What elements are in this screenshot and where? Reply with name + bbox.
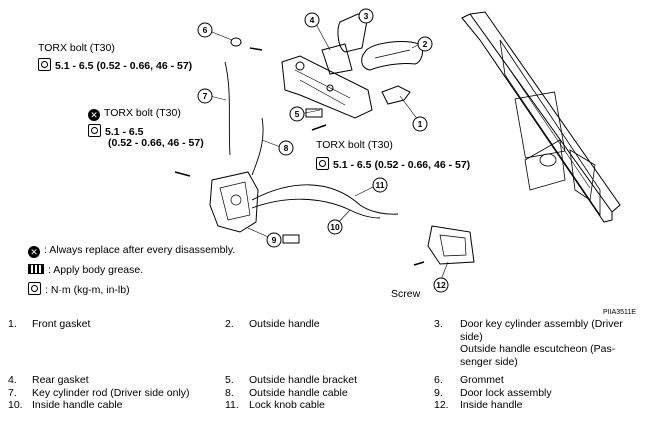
callout-9: 9	[272, 235, 277, 245]
screw-label: Screw	[391, 288, 421, 300]
part-name: Outside handle bracket	[249, 374, 357, 386]
key-cylinder-rod-shape	[224, 61, 231, 156]
door-outline	[461, 11, 621, 223]
part-name: Inside handle	[460, 399, 523, 411]
outside-handle-bracket-shape	[281, 55, 373, 119]
replace-icon: ✕	[28, 246, 40, 258]
inside-handle-cable-shape	[251, 184, 399, 215]
parts-row: 4. Rear gasket 5. Outside handle bracket…	[0, 374, 650, 387]
torx-label-left: TORX bolt (T30)	[38, 42, 115, 54]
inside-handle-shape	[427, 225, 475, 265]
grease-icon	[28, 264, 44, 274]
part-name: Door lock assembly	[460, 386, 552, 399]
callout-1: 1	[418, 119, 423, 129]
parts-row: 1. Front gasket 2. Outside handle 3. Doo…	[0, 318, 650, 368]
parts-row: 7. Key cylinder rod (Driver side only) 8…	[0, 387, 650, 400]
part-number: 10.	[8, 399, 23, 411]
callout-11: 11	[376, 180, 385, 190]
part-number: 12.	[434, 399, 449, 411]
legend-grease: : Apply body grease.	[28, 264, 143, 276]
parts-list: 1. Front gasket 2. Outside handle 3. Doo…	[0, 318, 650, 412]
part-number: 8.	[225, 386, 234, 399]
callout-12: 12	[436, 280, 446, 290]
replace-icon: ✕	[88, 109, 100, 121]
callout-7: 7	[203, 91, 208, 101]
torque-spec-mid-detail: (0.52 - 0.66, 46 - 57)	[108, 137, 204, 149]
grease-markers	[282, 108, 323, 244]
part-number: 1.	[8, 318, 17, 330]
door-lock-assembly-shape	[209, 171, 259, 233]
figure-code: PIIA3511E	[603, 309, 636, 316]
torque-icon	[28, 282, 41, 295]
callout-5: 5	[295, 109, 300, 119]
part-name: Grommet	[460, 374, 504, 386]
part-number: 9.	[434, 386, 443, 399]
callout-4: 4	[310, 15, 315, 25]
torx-label-mid: ✕TORX bolt (T30)	[88, 107, 181, 121]
lock-knob-cable-shape	[251, 198, 381, 219]
part-number: 4.	[8, 374, 17, 386]
part-name: Door key cylinder assembly (Driver side)…	[460, 318, 650, 368]
legend-torque: : N·m (kg-m, in-lb)	[28, 282, 130, 296]
callout-10: 10	[330, 222, 340, 232]
front-gasket-shape	[381, 85, 411, 105]
callout-6: 6	[203, 25, 208, 35]
rear-gasket-shape	[321, 43, 353, 75]
grommet-shape	[230, 37, 242, 47]
torque-icon	[316, 157, 329, 170]
part-name: Outside handle	[249, 318, 320, 330]
parts-row: 10. Inside handle cable 11. Lock knob ca…	[0, 399, 650, 412]
torque-icon	[38, 58, 51, 71]
callout-3: 3	[364, 11, 369, 21]
part-name: Key cylinder rod (Driver side only)	[32, 386, 190, 399]
part-number: 6.	[434, 374, 443, 386]
callout-circles	[197, 8, 449, 293]
callout-2: 2	[423, 39, 428, 49]
exploded-view-diagram: 6 4 3 2 1 5 8 7 9 11 10 12	[174, 8, 621, 293]
part-number: 11.	[225, 399, 239, 411]
part-name: Inside handle cable	[32, 399, 123, 411]
part-name: Rear gasket	[32, 374, 89, 386]
outside-handle-shape	[361, 41, 423, 71]
callout-8: 8	[284, 143, 289, 153]
torque-spec-mid: 5.1 - 6.5	[88, 124, 144, 138]
legend-replace: ✕: Always replace after every disassembl…	[28, 244, 235, 258]
part-name: Outside handle cable	[249, 386, 348, 399]
part-name-multiline: Door key cylinder assembly (Driver side)…	[460, 318, 623, 368]
part-number: 7.	[8, 386, 17, 399]
torque-spec-right: 5.1 - 6.5 (0.52 - 0.66, 46 - 57)	[316, 157, 470, 171]
torx-label-right: TORX bolt (T30)	[316, 139, 393, 151]
part-name: Front gasket	[32, 318, 91, 330]
torque-icon	[88, 124, 101, 137]
torque-spec-left: 5.1 - 6.5 (0.52 - 0.66, 46 - 57)	[38, 58, 192, 72]
part-number: 5.	[225, 374, 234, 386]
outside-handle-cable-shape	[251, 117, 264, 176]
part-name: Lock knob cable	[249, 399, 325, 411]
part-number: 3.	[434, 318, 443, 330]
part-number: 2.	[225, 318, 234, 330]
